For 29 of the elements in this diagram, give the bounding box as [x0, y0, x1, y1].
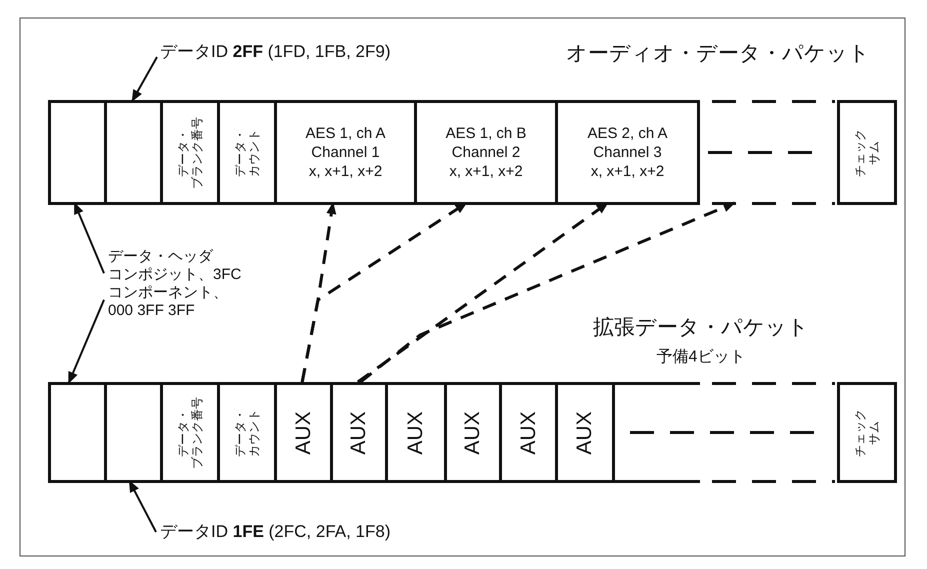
packet-field: AUX — [333, 382, 388, 483]
packet-field: データ・ ブランク番号 — [163, 382, 220, 483]
packet-field: AUX — [447, 382, 502, 483]
packet-title: オーディオ・データ・パケット — [566, 41, 870, 67]
leader-arrow — [131, 56, 158, 102]
packet-field: データ・ カウント — [220, 100, 277, 205]
packet-field: データ・ カウント — [220, 382, 277, 483]
packet-field — [48, 100, 107, 205]
packet-field — [48, 382, 107, 483]
packet-field: データ・ ブランク番号 — [163, 100, 220, 205]
packet-field: AUX — [277, 382, 333, 483]
subtitle: 予備4ビット — [656, 348, 746, 368]
packet-field: AES 1, ch B Channel 2 x, x+1, x+2 — [417, 100, 558, 205]
packet-field: AUX — [558, 382, 615, 483]
callout-text: データID 2FF (1FD, 1FB, 2F9) — [160, 42, 390, 62]
packet-field: チェック サム — [837, 100, 897, 205]
callout-text: データID 1FE (2FC, 2FA, 1F8) — [160, 522, 391, 542]
packet-field: AUX — [388, 382, 447, 483]
packet-field: AUX — [502, 382, 558, 483]
callout-text: データ・ヘッダ コンポジット、3FC コンポーネント、 000 3FF 3FF — [108, 248, 242, 320]
packet-field — [107, 382, 163, 483]
packet-field: AES 1, ch A Channel 1 x, x+1, x+2 — [277, 100, 417, 205]
packet-title: 拡張データ・パケット — [593, 315, 809, 341]
packet-field: チェック サム — [837, 382, 897, 483]
leader-arrow — [68, 299, 105, 384]
dashed-arrow — [360, 202, 736, 384]
packet-field: AES 2, ch A Channel 3 x, x+1, x+2 — [558, 100, 700, 205]
packet-field — [107, 100, 163, 205]
continuation-field — [615, 382, 837, 483]
